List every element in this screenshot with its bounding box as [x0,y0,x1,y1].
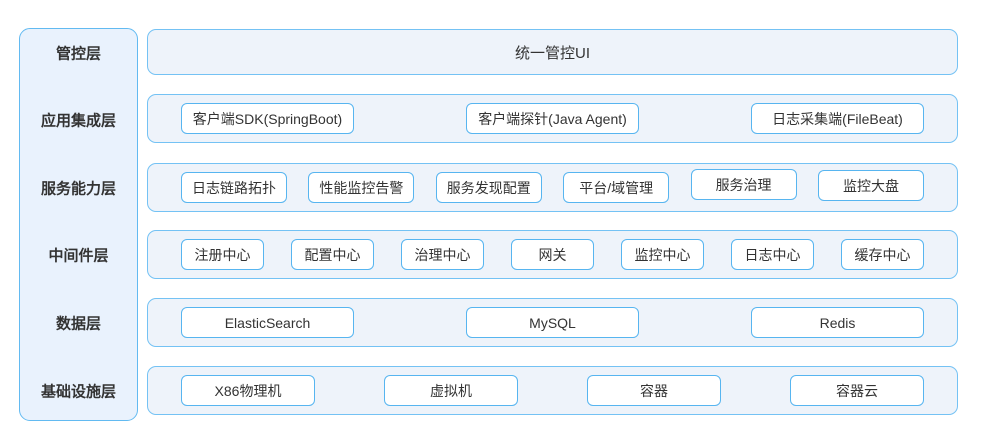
box-governance-center: 治理中心 [401,239,484,270]
sidebar-label-service-capability-layer: 服务能力层 [40,180,116,198]
layer-panel-infrastructure: X86物理机 虚拟机 容器 容器云 [147,366,958,415]
box-service-discovery-config: 服务发现配置 [435,172,542,203]
layer-panel-app-integration: 客户端SDK(SpringBoot) 客户端探针(Java Agent) 日志采… [147,94,958,143]
box-unified-control-ui: 统一管控UI [514,44,590,62]
box-platform-domain-mgmt: 平台/域管理 [563,172,670,203]
box-container: 容器 [587,375,721,406]
box-registry-center: 注册中心 [181,239,264,270]
sidebar-label-app-integration-layer: 应用集成层 [40,112,116,130]
box-virtual-machine: 虚拟机 [384,375,518,406]
box-elasticsearch: ElasticSearch [181,307,354,338]
layer-panel-data: ElasticSearch MySQL Redis [147,298,958,347]
sidebar-label-control-layer: 管控层 [55,45,101,63]
box-log-collector: 日志采集端(FileBeat) [751,103,924,134]
layer-sidebar: 管控层 应用集成层 服务能力层 中间件层 数据层 基础设施层 [19,28,138,421]
box-perf-monitor-alert: 性能监控告警 [308,172,415,203]
box-service-governance: 服务治理 [690,169,797,200]
box-cache-center: 缓存中心 [841,239,924,270]
sidebar-label-infrastructure-layer: 基础设施层 [40,383,116,401]
box-monitor-dashboard: 监控大盘 [817,170,924,201]
layer-panel-service-capability: 日志链路拓扑 性能监控告警 服务发现配置 平台/域管理 服务治理 监控大盘 [147,163,958,212]
layer-panel-middleware: 注册中心 配置中心 治理中心 网关 监控中心 日志中心 缓存中心 [147,230,958,279]
sidebar-label-data-layer: 数据层 [55,315,101,333]
box-log-center: 日志中心 [731,239,814,270]
box-container-cloud: 容器云 [790,375,924,406]
box-client-agent: 客户端探针(Java Agent) [466,103,639,134]
box-monitor-center: 监控中心 [621,239,704,270]
layer-panel-control: 统一管控UI [147,29,958,75]
box-mysql: MySQL [466,307,639,338]
sidebar-label-middleware-layer: 中间件层 [48,247,109,265]
box-x86-physical: X86物理机 [181,375,315,406]
box-redis: Redis [751,307,924,338]
box-client-sdk: 客户端SDK(SpringBoot) [181,103,354,134]
box-config-center: 配置中心 [291,239,374,270]
box-gateway: 网关 [511,239,594,270]
box-log-trace-topology: 日志链路拓扑 [181,172,287,203]
